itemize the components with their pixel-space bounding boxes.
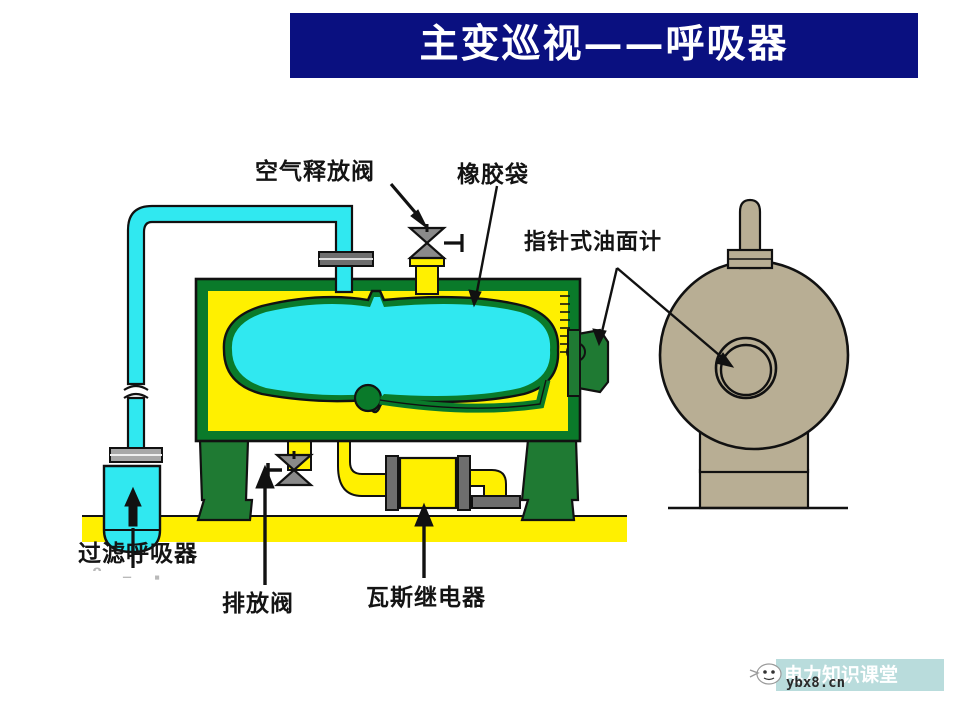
breather-pipe: [123, 204, 354, 454]
watermark-face-icon: [749, 663, 782, 685]
gas-relay-body: [398, 456, 458, 510]
leader-lines: [124, 182, 735, 585]
oil-level-gauge-bracket: [566, 328, 610, 397]
label-drain-valve: 排放阀: [222, 591, 294, 617]
support-legs: [196, 438, 580, 522]
drain-valve: [266, 451, 314, 487]
watermark-url: ybx8.cn: [786, 675, 846, 691]
bag-bottom-node: [353, 383, 383, 413]
watermark-brand: 电力知识课堂: [784, 664, 899, 686]
label-air-release-valve: 空气释放阀: [255, 159, 375, 185]
pipe-flange-lower: [471, 495, 521, 509]
page-title: 主变巡视——呼吸器: [419, 21, 789, 67]
watermark-band: [776, 659, 944, 691]
rubber-bag: [222, 289, 560, 414]
gas-relay-flange-right: [457, 455, 471, 511]
gas-relay-flange-left: [385, 455, 399, 511]
title-banner: 主变巡视——呼吸器: [290, 13, 918, 78]
label-oil-level-gauge: 指针式油面计: [524, 230, 663, 255]
air-release-valve[interactable]: [407, 224, 464, 260]
label-filter-breather: 过滤呼吸器: [78, 541, 198, 567]
oil-gauge-dial-inner: [719, 343, 773, 397]
label-clipped-text: ᵔ ₋ ⠄: [92, 562, 175, 586]
watermark: 电力知识课堂 ybx8.cn: [748, 655, 946, 699]
label-rubber-bag: 橡胶袋: [457, 162, 529, 188]
transformer-end-view: [658, 198, 850, 510]
label-gas-relay: 瓦斯继电器: [366, 585, 486, 611]
